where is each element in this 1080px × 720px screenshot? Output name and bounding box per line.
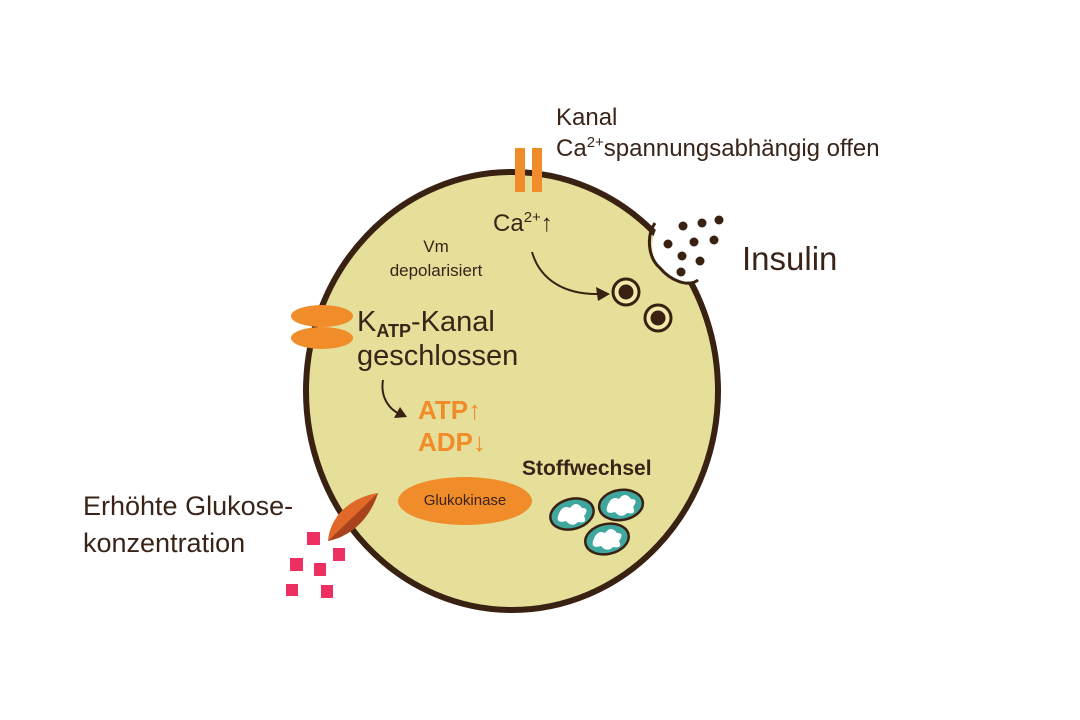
calcium-channel-title: Kanal — [556, 104, 618, 131]
ion-charge: 2+ — [586, 134, 604, 151]
insulin-label: Insulin — [742, 240, 838, 277]
glucose-particle — [286, 584, 298, 596]
insulin-dot — [678, 221, 688, 231]
insulin-vesicle — [643, 303, 673, 333]
katp-channel-name: KATP-Kanal — [357, 305, 518, 341]
exocytosis-membrane — [647, 222, 699, 285]
glucose-label-line2: konzentration — [83, 528, 246, 558]
insulin-granules — [663, 215, 724, 277]
membrane-potential-symbol: Vm — [423, 237, 449, 256]
ion-symbol: Ca — [493, 210, 524, 237]
ion-charge: 2+ — [523, 209, 541, 226]
membrane-potential-label: Vm depolarisiert — [366, 235, 506, 283]
mitochondrion — [597, 488, 645, 522]
glukokinase-enzyme — [398, 477, 532, 525]
katp-channel-icon — [291, 305, 353, 349]
glucose-label-line1: Erhöhte Glukose- — [83, 491, 294, 521]
atp-increase: ATP↑ — [418, 395, 482, 425]
katp-suffix: -Kanal — [411, 306, 495, 338]
insulin-dot — [677, 251, 687, 261]
calcium-channel-icon — [515, 148, 542, 192]
adp-decrease: ADP↓ — [418, 427, 486, 457]
glucose-particle — [321, 585, 333, 598]
calcium-channel-label: Kanal Ca2+spannungsabhängig offen — [556, 102, 880, 164]
katp-channel-state: geschlossen — [357, 340, 519, 372]
glucose-particle — [314, 563, 326, 576]
katp-subscript: ATP — [376, 321, 412, 341]
calcium-arrow — [531, 251, 601, 296]
insulin-dot — [697, 218, 707, 228]
calcium-arrowhead — [596, 287, 610, 301]
katp-channel-label: KATP-Kanal geschlossen — [357, 305, 518, 373]
membrane-potential-state: depolarisiert — [389, 261, 483, 280]
insulin-dot — [709, 235, 719, 245]
glucose-particle — [307, 532, 320, 545]
insulin-dot — [689, 237, 699, 247]
insulin-dot — [714, 215, 724, 225]
glucose-transporter-icon — [328, 493, 378, 541]
insulin-vesicle — [611, 277, 641, 307]
katp-arrowhead — [394, 407, 407, 418]
glucose-concentration-label: Erhöhte Glukose- konzentration — [83, 488, 293, 562]
ion-symbol: Ca — [556, 135, 587, 162]
glucose-particle — [290, 558, 303, 571]
mitochondrion — [549, 497, 595, 531]
katp-prefix: K — [357, 306, 377, 338]
insulin-dot — [676, 267, 686, 277]
insulin-dot — [695, 256, 705, 266]
metabolism-label: Stoffwechsel — [522, 457, 652, 480]
exocytosis-pocket — [652, 215, 720, 282]
glucose-particle — [333, 548, 345, 561]
calcium-channel-desc: Ca2+spannungsabhängig offen — [556, 133, 880, 164]
calcium-increase-label: Ca2+↑ — [493, 209, 553, 237]
atp-adp-label: ATP↑ ADP↓ — [418, 394, 486, 458]
mitochondrion — [584, 522, 630, 556]
calcium-channel-state: spannungsabhängig offen — [603, 135, 880, 162]
up-arrow-icon: ↑ — [540, 210, 553, 237]
glukokinase-label: Glukokinase — [423, 492, 507, 509]
insulin-dot — [663, 239, 673, 249]
glucose-particles — [286, 532, 345, 598]
